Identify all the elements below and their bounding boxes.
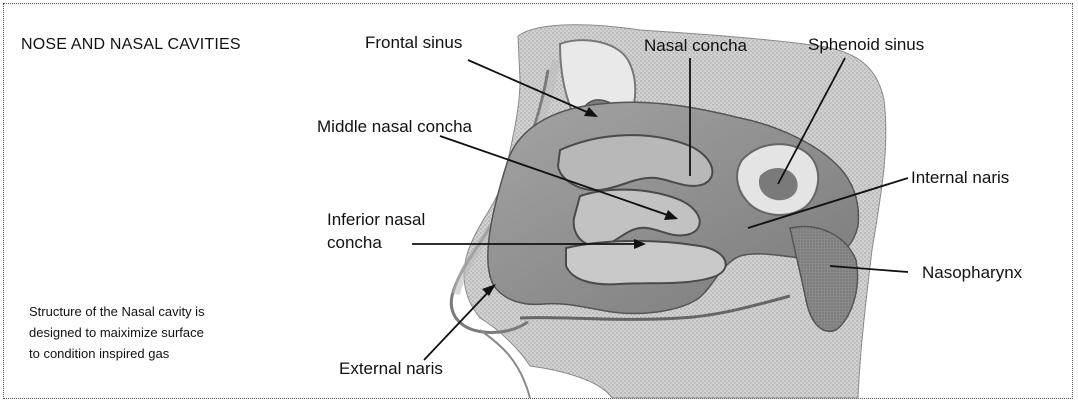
inferior-concha-shape: [566, 241, 726, 284]
label-external-naris: External naris: [339, 359, 443, 379]
label-internal-naris: Internal naris: [911, 168, 1009, 188]
caption-line-1: Structure of the Nasal cavity is: [29, 301, 205, 322]
caption-line-2: designed to maiximize surface: [29, 322, 205, 343]
label-sphenoid-sinus: Sphenoid sinus: [808, 35, 924, 55]
label-nasal-concha: Nasal concha: [644, 36, 747, 56]
label-middle-nasal-concha: Middle nasal concha: [317, 117, 472, 137]
leader-external-naris: [424, 286, 494, 360]
label-inferior-nasal-line1: Inferior nasal: [327, 210, 425, 230]
label-inferior-nasal-line2: concha: [327, 233, 382, 253]
diagram-title: NOSE AND NASAL CAVITIES: [21, 35, 241, 55]
label-nasopharynx: Nasopharynx: [922, 263, 1022, 283]
caption-line-3: to condition inspired gas: [29, 343, 205, 364]
label-frontal-sinus: Frontal sinus: [365, 33, 462, 53]
caption-note: Structure of the Nasal cavity is designe…: [29, 301, 205, 364]
